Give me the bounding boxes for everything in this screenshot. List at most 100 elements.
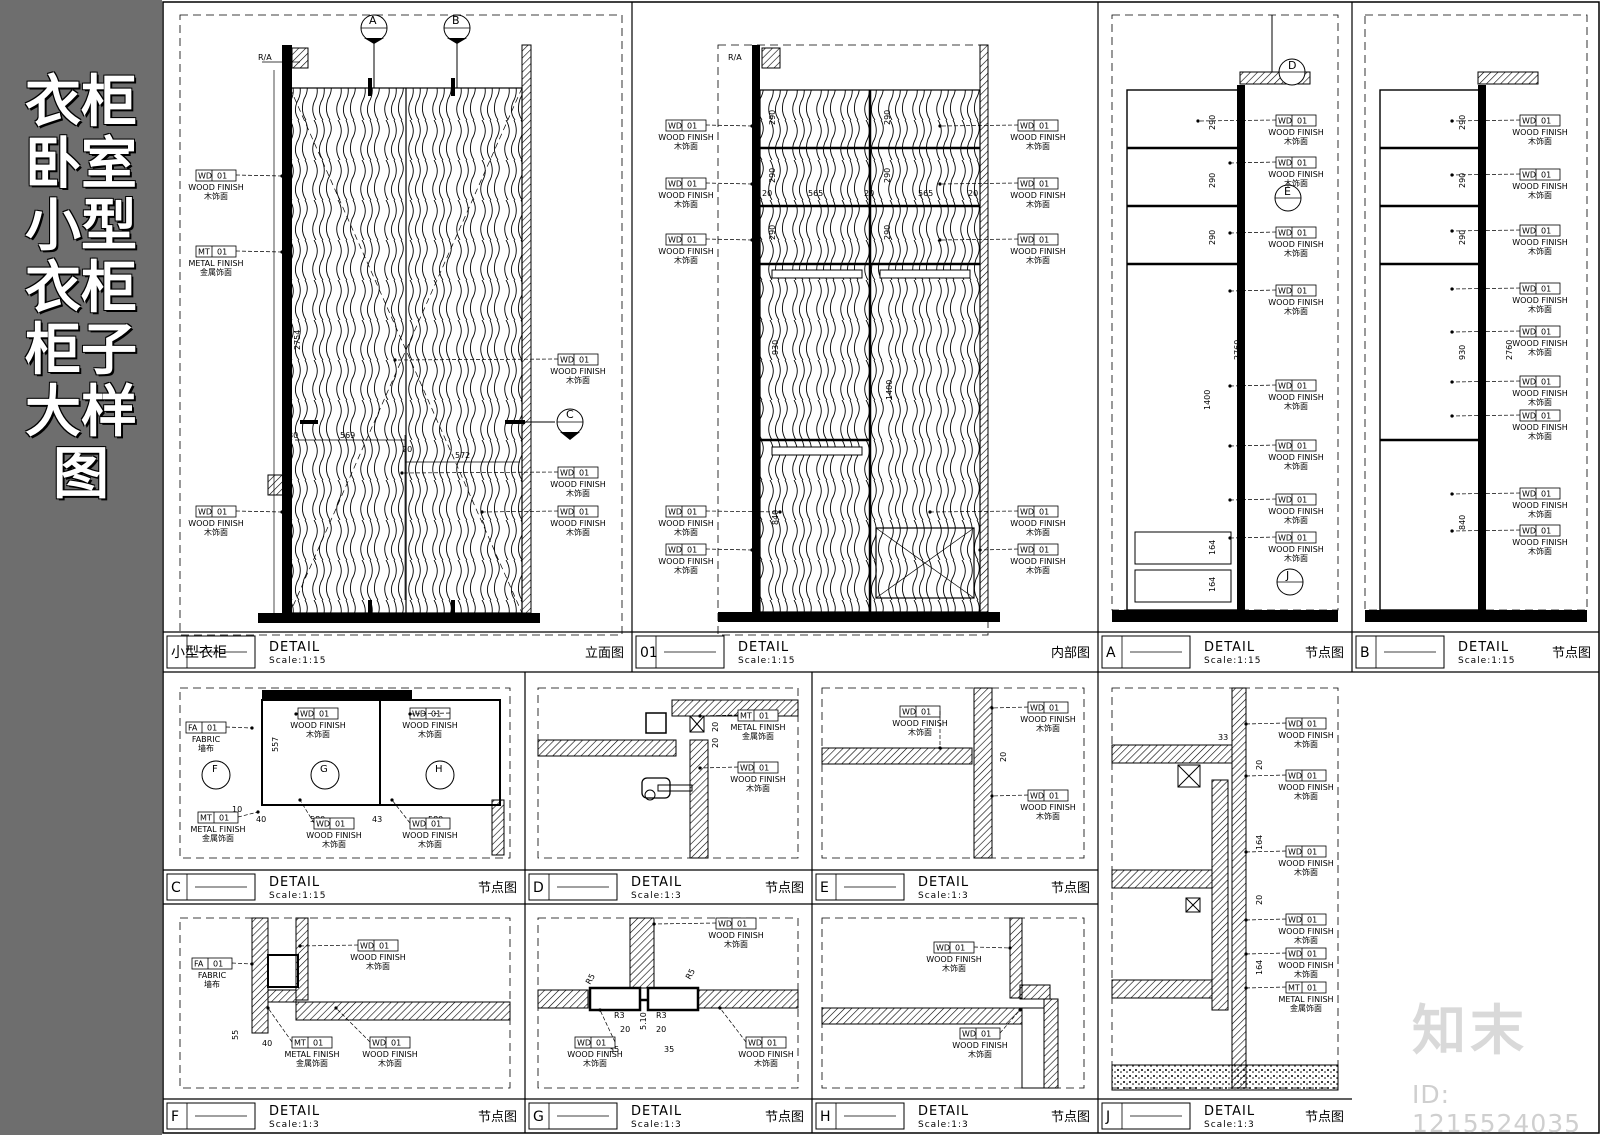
- svg-text:WD: WD: [962, 1030, 976, 1039]
- svg-text:木饰面: 木饰面: [1294, 969, 1318, 979]
- svg-text:金属饰面: 金属饰面: [200, 267, 232, 277]
- title-block-letter: E: [820, 880, 829, 896]
- svg-text:01: 01: [1541, 378, 1551, 387]
- svg-text:WOOD FINISH: WOOD FINISH: [1020, 715, 1076, 724]
- svg-text:WD: WD: [748, 1039, 762, 1048]
- svg-text:01: 01: [207, 724, 217, 733]
- dim-a-2760: 2760: [1233, 340, 1242, 360]
- svg-text:木饰面: 木饰面: [1026, 199, 1050, 209]
- svg-text:WOOD FINISH: WOOD FINISH: [290, 721, 346, 730]
- dim-elev-w2: 572: [455, 451, 470, 460]
- svg-text:WD: WD: [1522, 378, 1536, 387]
- section-marker-g: G: [320, 764, 328, 775]
- svg-text:木饰面: 木饰面: [566, 375, 590, 385]
- svg-text:01: 01: [217, 248, 227, 257]
- svg-text:WD: WD: [1020, 180, 1034, 189]
- dim-inner-290e: 290: [883, 168, 892, 183]
- svg-text:01: 01: [1541, 527, 1551, 536]
- svg-text:WOOD FINISH: WOOD FINISH: [1268, 128, 1324, 137]
- svg-text:01: 01: [1297, 534, 1307, 543]
- dim-g-r3a: R3: [614, 1011, 625, 1020]
- inner-ra: R/A: [728, 53, 742, 62]
- dim-g-r5b: R5: [684, 967, 697, 981]
- drawing-svg: R/A A B C 569 572 2754 80 20: [162, 1, 1600, 1134]
- dim-g-35a: 35: [609, 1045, 619, 1054]
- title-block-scale: Scale:1:15: [269, 891, 326, 901]
- svg-text:01: 01: [687, 508, 697, 517]
- svg-text:WD: WD: [1030, 792, 1044, 801]
- svg-text:木饰面: 木饰面: [674, 527, 698, 537]
- section-d-drawing: 20 20: [537, 687, 799, 859]
- title-block-letter: J: [1105, 1109, 1110, 1125]
- svg-text:WD: WD: [668, 122, 682, 131]
- svg-text:WOOD FINISH: WOOD FINISH: [1268, 170, 1324, 179]
- title-block-type: 节点图: [1552, 646, 1591, 661]
- dim-g-20b: 20: [656, 1025, 666, 1034]
- svg-text:WD: WD: [1522, 117, 1536, 126]
- svg-text:01: 01: [1541, 285, 1551, 294]
- title-block-detail: DETAIL: [269, 1104, 320, 1119]
- svg-text:金属饰面: 金属饰面: [742, 731, 774, 741]
- svg-text:METAL FINISH: METAL FINISH: [190, 825, 245, 834]
- svg-text:WOOD FINISH: WOOD FINISH: [658, 191, 714, 200]
- svg-text:WOOD FINISH: WOOD FINISH: [1278, 731, 1334, 740]
- svg-text:木饰面: 木饰面: [1284, 515, 1308, 525]
- elevation-drawing: R/A A B C 569 572 2754 80 20: [179, 14, 623, 636]
- dim-a-164a: 164: [1208, 540, 1217, 555]
- svg-text:01: 01: [579, 356, 589, 365]
- svg-text:01: 01: [687, 236, 697, 245]
- svg-text:WOOD FINISH: WOOD FINISH: [926, 955, 982, 964]
- watermark-logo: 知末: [1412, 999, 1528, 1062]
- title-block-letter: A: [1106, 645, 1116, 661]
- dim-inner-290c: 290: [768, 225, 777, 240]
- svg-text:木饰面: 木饰面: [1528, 347, 1552, 357]
- section-b-drawing: 290 290 290 930 840 2760: [1364, 14, 1588, 622]
- svg-text:WD: WD: [1030, 704, 1044, 713]
- section-marker-f: F: [212, 764, 218, 775]
- dim-inner-290b: 290: [768, 168, 777, 183]
- svg-text:WOOD FINISH: WOOD FINISH: [952, 1041, 1008, 1050]
- svg-text:WD: WD: [668, 546, 682, 555]
- svg-text:WOOD FINISH: WOOD FINISH: [402, 831, 458, 840]
- svg-text:01: 01: [1541, 490, 1551, 499]
- svg-text:01: 01: [319, 710, 329, 719]
- svg-text:WOOD FINISH: WOOD FINISH: [1278, 859, 1334, 868]
- svg-text:WD: WD: [560, 508, 574, 517]
- svg-text:01: 01: [1039, 508, 1049, 517]
- svg-text:WOOD FINISH: WOOD FINISH: [1268, 453, 1324, 462]
- dim-d-20b: 20: [711, 738, 720, 748]
- title-block-type: 节点图: [765, 1110, 804, 1125]
- svg-text:MT: MT: [740, 712, 752, 721]
- section-j-drawing: 33 20 164 20 164: [1111, 687, 1339, 1091]
- svg-text:木饰面: 木饰面: [746, 783, 770, 793]
- svg-text:WD: WD: [1020, 236, 1034, 245]
- svg-text:01: 01: [596, 1039, 606, 1048]
- dim-elev-20: 20: [402, 445, 412, 454]
- svg-text:木饰面: 木饰面: [1026, 527, 1050, 537]
- dim-c-557: 557: [271, 737, 280, 752]
- svg-text:WD: WD: [560, 356, 574, 365]
- svg-text:01: 01: [1541, 171, 1551, 180]
- svg-text:WOOD FINISH: WOOD FINISH: [402, 721, 458, 730]
- title-block-letter: B: [1360, 645, 1370, 661]
- dim-g-510: 5.10: [639, 1012, 648, 1030]
- svg-text:木饰面: 木饰面: [204, 191, 228, 201]
- dim-c-40: 40: [256, 815, 266, 824]
- svg-text:WD: WD: [1278, 442, 1292, 451]
- svg-text:木饰面: 木饰面: [1528, 246, 1552, 256]
- svg-text:WD: WD: [560, 469, 574, 478]
- svg-text:木饰面: 木饰面: [674, 199, 698, 209]
- svg-text:MT: MT: [200, 814, 212, 823]
- svg-text:FA: FA: [188, 724, 198, 733]
